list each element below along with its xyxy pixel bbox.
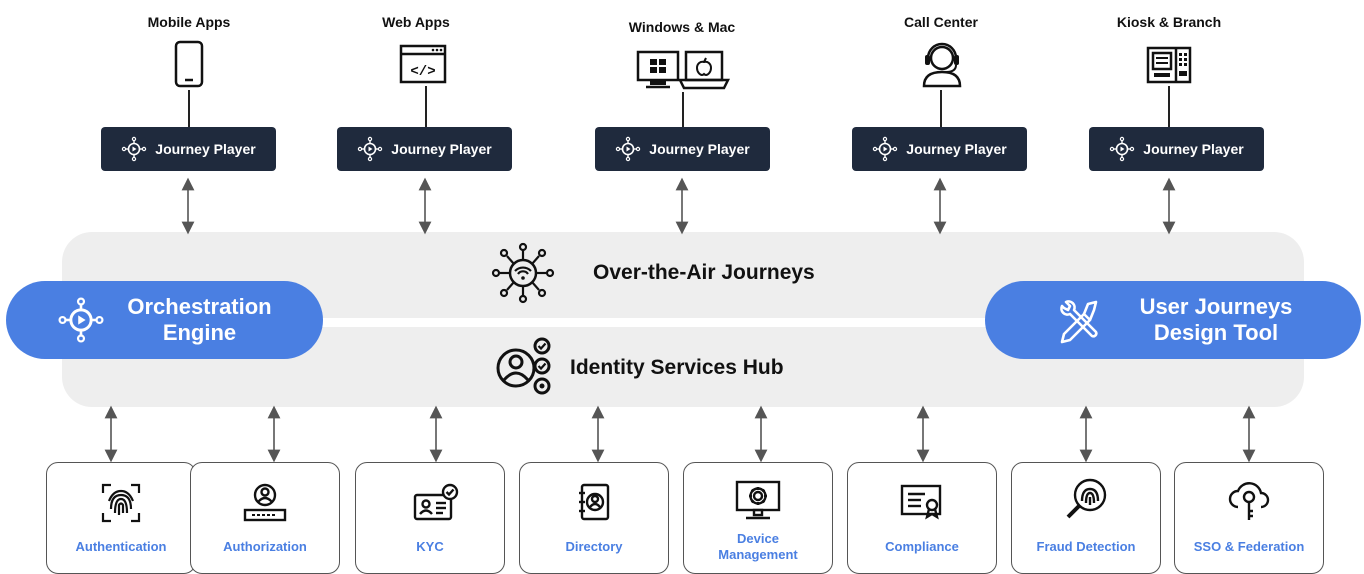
service-label-line2: Management: [718, 547, 798, 562]
service-authentication[interactable]: Authentication: [46, 462, 196, 574]
journey-player-label: Journey Player: [391, 141, 492, 157]
service-fraud-detection[interactable]: Fraud Detection: [1011, 462, 1161, 574]
journey-player-desktop[interactable]: Journey Player: [595, 127, 770, 171]
journey-player-icon: [873, 136, 898, 162]
desktop-laptop-icon: [636, 50, 730, 90]
journey-player-icon: [122, 136, 147, 162]
address-book-icon: [579, 483, 610, 521]
service-label: Authentication: [75, 539, 167, 554]
kiosk-icon: [1146, 46, 1192, 84]
journey-player-label: Journey Player: [1143, 141, 1244, 157]
service-label: Authorization: [223, 539, 307, 554]
journey-player-kiosk[interactable]: Journey Player: [1089, 127, 1264, 171]
channel-label-callcenter: Call Center: [904, 14, 978, 30]
ota-network-icon: [491, 242, 555, 304]
channel-label-kiosk: Kiosk & Branch: [1116, 14, 1222, 30]
service-compliance[interactable]: Compliance: [847, 462, 997, 574]
connector-line: [1168, 86, 1170, 127]
certificate-icon: [900, 484, 942, 520]
connector-line: [188, 90, 190, 127]
connector-line: [425, 86, 427, 127]
channel-label-mobile: Mobile Apps: [147, 14, 231, 30]
svg-text:</>: </>: [410, 64, 435, 80]
band-divider: [62, 318, 1304, 327]
service-label: Fraud Detection: [1036, 539, 1136, 554]
journey-player-icon: [616, 136, 641, 162]
design-tool-pill[interactable]: User Journeys Design Tool: [985, 281, 1361, 359]
journey-player-icon: [358, 136, 383, 162]
service-kyc[interactable]: KYC: [355, 462, 505, 574]
service-authorization[interactable]: Authorization: [190, 462, 340, 574]
cloud-key-icon: [1228, 482, 1270, 520]
id-card-check-icon: [413, 483, 459, 521]
mobile-phone-icon: [174, 40, 204, 88]
design-tool-title-line1: User Journeys: [1139, 294, 1293, 319]
orchestration-icon: [58, 297, 104, 343]
journey-player-label: Journey Player: [906, 141, 1007, 157]
design-tool-title-line2: Design Tool: [1153, 320, 1279, 345]
fingerprint-magnifier-icon: [1066, 478, 1107, 519]
journey-player-web[interactable]: Journey Player: [337, 127, 512, 171]
channel-label-desktop: Windows & Mac: [628, 19, 736, 35]
headset-agent-icon: [922, 42, 962, 88]
monitor-gear-icon: [735, 480, 781, 520]
journey-player-icon: [1110, 136, 1135, 162]
service-label: KYC: [416, 539, 444, 554]
fingerprint-scan-icon: [101, 483, 141, 523]
journey-player-callcenter[interactable]: Journey Player: [852, 127, 1027, 171]
orchestration-title-line1: Orchestration: [127, 294, 272, 319]
journey-player-label: Journey Player: [155, 141, 256, 157]
ota-title: Over-the-Air Journeys: [593, 261, 815, 284]
orchestration-engine-pill[interactable]: Orchestration Engine: [6, 281, 323, 359]
orchestration-title-line2: Engine: [162, 320, 237, 345]
connector-line: [940, 90, 942, 127]
service-directory[interactable]: Directory: [519, 462, 669, 574]
channel-label-web: Web Apps: [382, 14, 450, 30]
service-label: SSO & Federation: [1193, 539, 1305, 554]
service-label: Device Management: [684, 531, 832, 563]
service-sso-federation[interactable]: SSO & Federation: [1174, 462, 1324, 574]
connector-line: [682, 92, 684, 127]
user-password-icon: [243, 483, 287, 522]
service-label-line1: Device: [737, 531, 779, 546]
identity-hub-title: Identity Services Hub: [570, 356, 784, 379]
web-browser-code-icon: </>: [399, 44, 447, 84]
journey-player-mobile[interactable]: Journey Player: [101, 127, 276, 171]
service-label: Directory: [565, 539, 623, 554]
service-device-management[interactable]: Device Management: [683, 462, 833, 574]
design-tools-icon: [1059, 300, 1098, 344]
identity-services-icon: [496, 337, 551, 395]
service-label: Compliance: [885, 539, 959, 554]
journey-player-label: Journey Player: [649, 141, 750, 157]
